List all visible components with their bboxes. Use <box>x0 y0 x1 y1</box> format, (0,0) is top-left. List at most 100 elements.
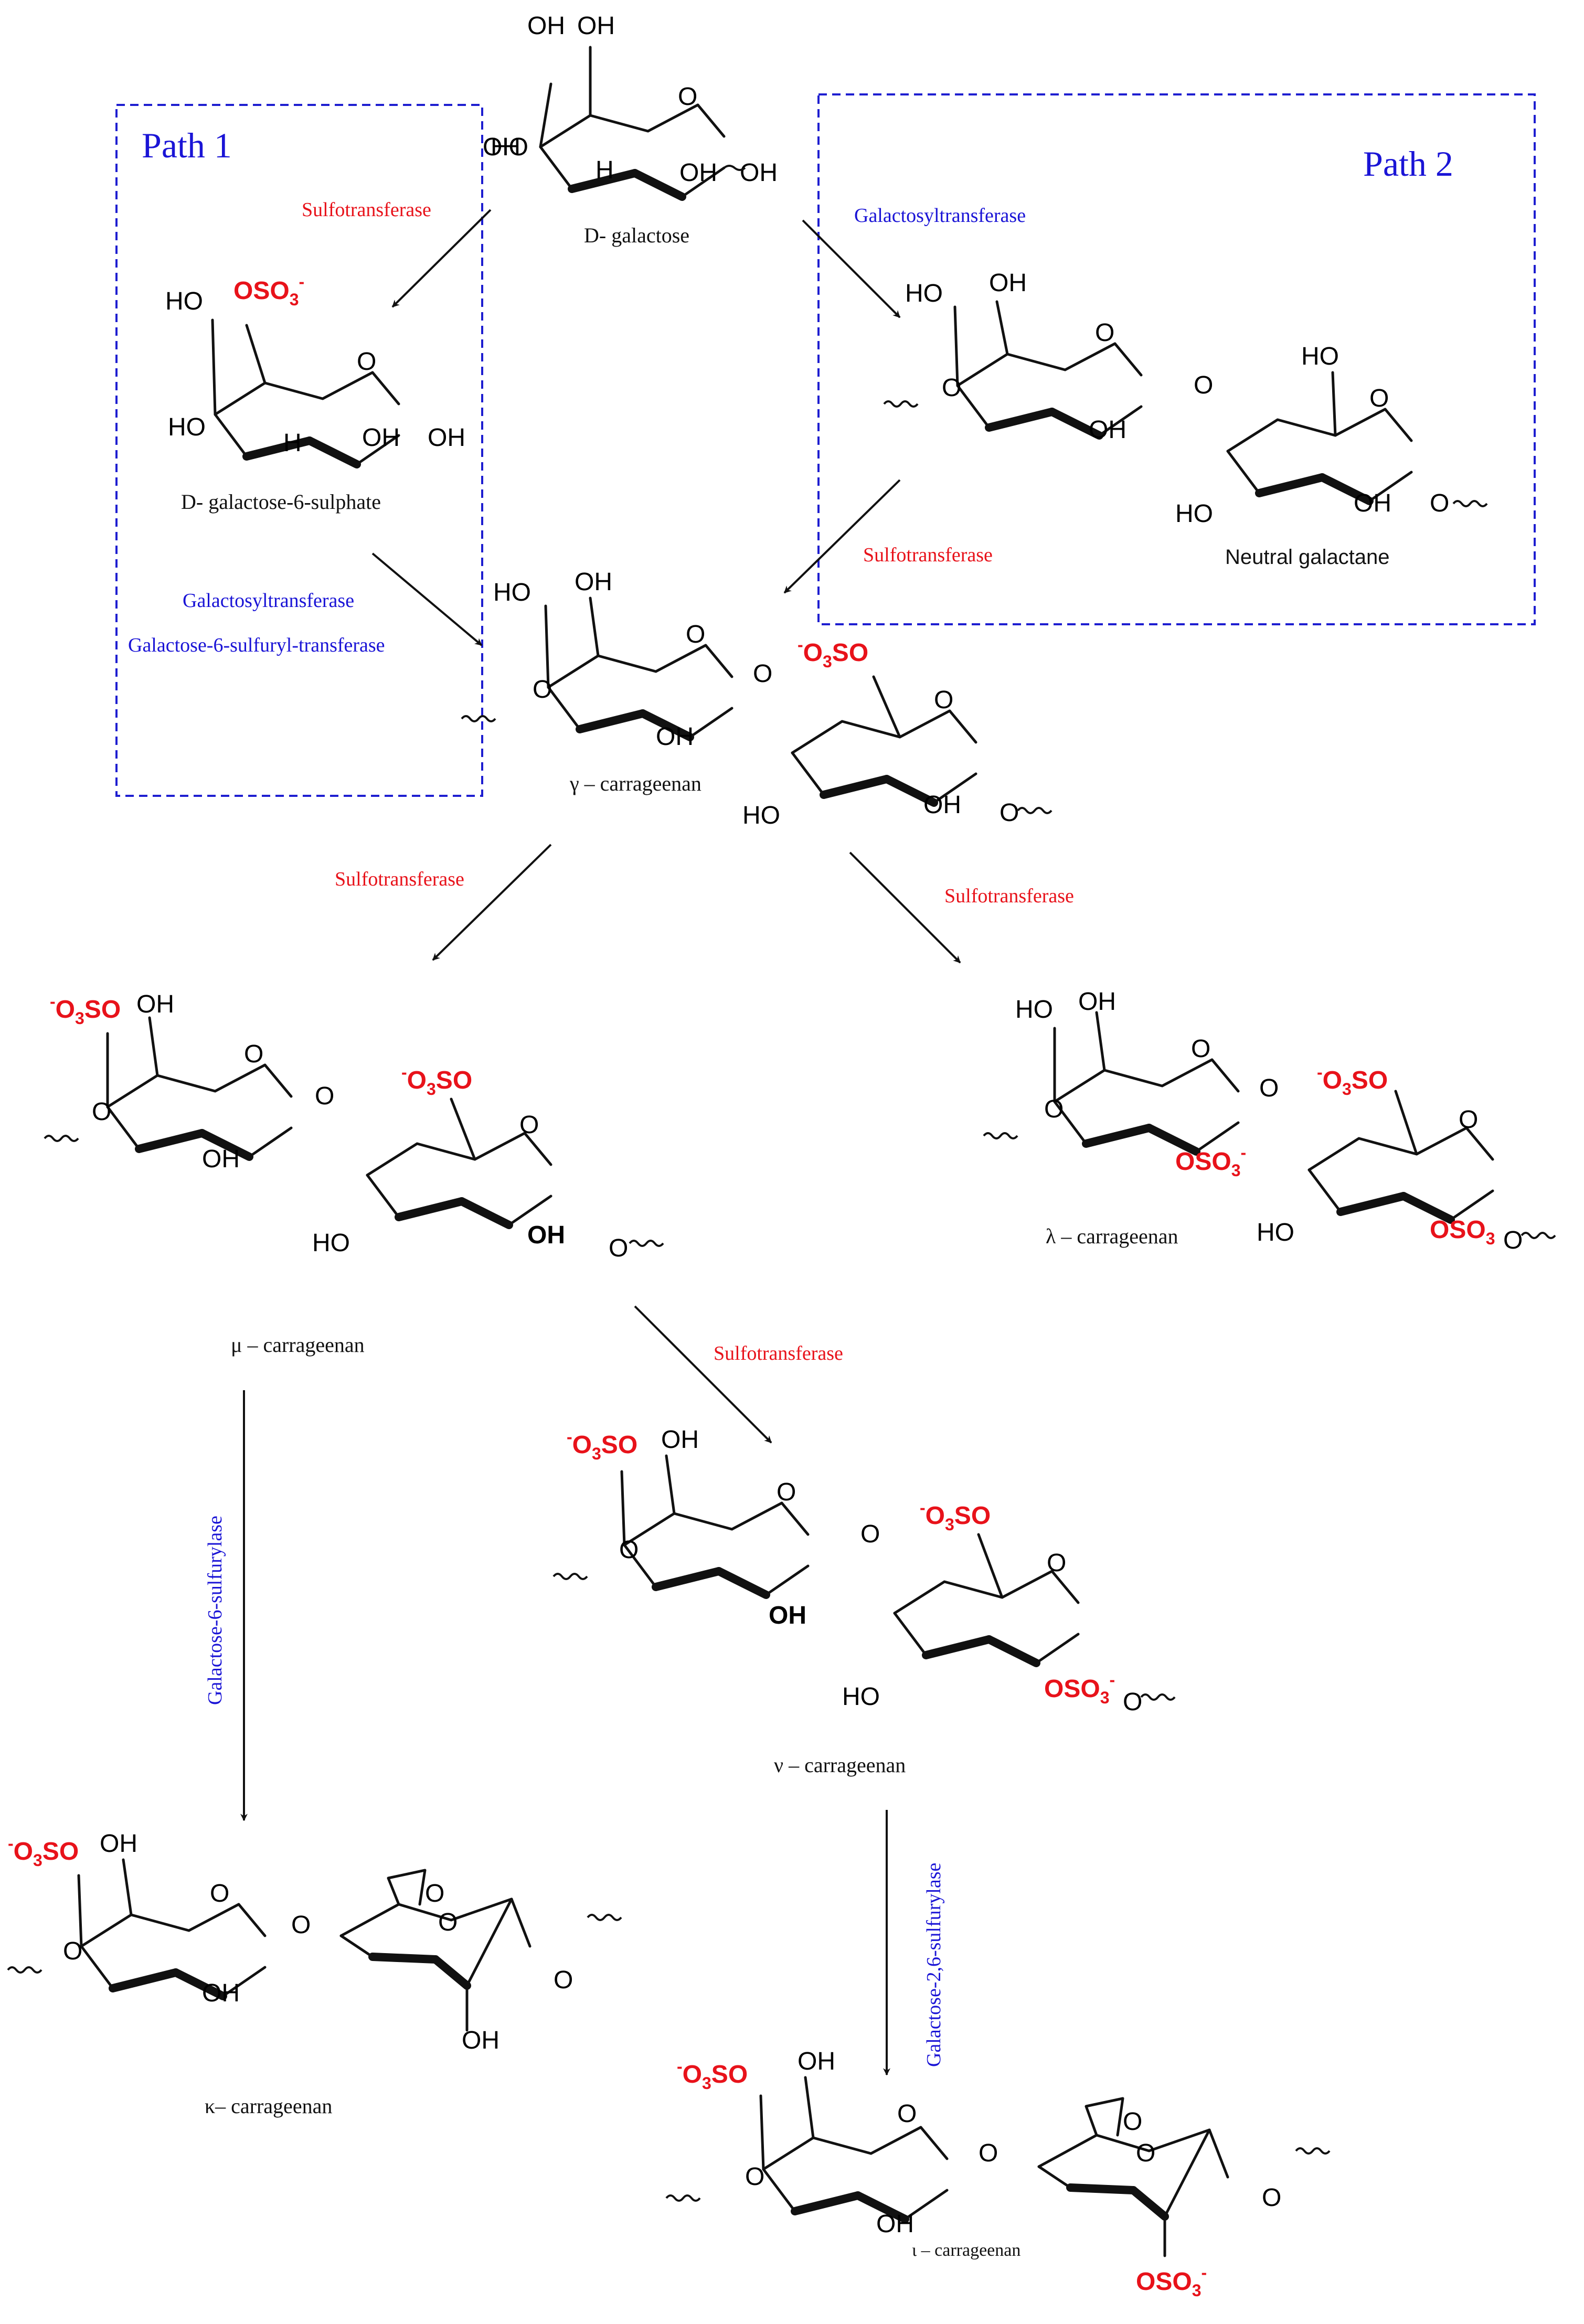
svg-text:-O3SO: -O3SO <box>567 1427 637 1463</box>
svg-text:O: O <box>92 1098 111 1126</box>
svg-text:OH: OH <box>661 1426 699 1454</box>
enzyme-sulfotransferase-mu-nu: Sulfotransferase <box>714 1342 843 1364</box>
svg-text:O: O <box>554 1966 573 1994</box>
svg-text:-O3SO: -O3SO <box>920 1498 991 1534</box>
svg-text:O: O <box>1047 1549 1066 1577</box>
enzyme-galactose-2-6-sulfurylase: Galactose-2,6-sulfurylase <box>923 1863 945 2067</box>
svg-text:O: O <box>1369 385 1389 412</box>
path2-box <box>817 93 1536 625</box>
svg-text:OH: OH <box>989 269 1027 297</box>
kappa-carrageenan-ring2: O O OH O <box>339 1869 622 2054</box>
svg-text:OH: OH <box>362 424 400 452</box>
svg-text:O: O <box>1191 1035 1210 1063</box>
svg-text:O: O <box>244 1040 263 1068</box>
svg-text:O: O <box>425 1880 444 1907</box>
svg-text:O: O <box>315 1082 334 1110</box>
kappa-carrageenan-label: κ– carrageenan <box>205 2094 332 2118</box>
neutral-galactane-label: Neutral galactane <box>1225 546 1390 569</box>
svg-text:O: O <box>860 1520 880 1548</box>
lambda-carrageenan-ring2: -O3SO O HO OSO3 O <box>1257 1063 1556 1254</box>
arrow-galactose-to-sulphate <box>391 209 492 308</box>
enzyme-galactosyltransferase-path2: Galactosyltransferase <box>854 205 1026 227</box>
svg-text:O: O <box>745 2163 764 2191</box>
enzyme-galactose-6-sulfurylase: Galactose-6-sulfurylase <box>204 1516 226 1705</box>
svg-text:H: H <box>596 156 614 184</box>
svg-text:OH: OH <box>1089 416 1126 444</box>
d-galactose-6-sulphate-label: D- galactose-6-sulphate <box>181 490 381 514</box>
svg-text:OH: OH <box>527 12 565 40</box>
lambda-carrageenan-ring1: HO OH O OSO3- O O <box>983 988 1279 1180</box>
svg-text:O: O <box>1259 1074 1279 1102</box>
svg-text:O: O <box>1095 319 1114 347</box>
svg-text:HO: HO <box>1015 996 1053 1024</box>
svg-text:O: O <box>678 83 697 111</box>
enzyme-galactosyltransferase-path1: Galactosyltransferase <box>183 590 354 612</box>
enzyme-sulfotransferase-gamma-mu: Sulfotransferase <box>335 868 464 890</box>
gamma-carrageenan-label: γ – carrageenan <box>569 772 701 795</box>
svg-text:O: O <box>609 1234 628 1262</box>
svg-text:O: O <box>291 1911 311 1939</box>
svg-text:-O3SO: -O3SO <box>50 992 121 1028</box>
svg-text:O: O <box>1044 1095 1064 1123</box>
svg-text:HO: HO <box>168 413 206 441</box>
mu-carrageenan-ring1: -O3SO OH O OH O O <box>44 990 334 1173</box>
svg-text:O: O <box>1503 1227 1523 1254</box>
enzyme-sulfotransferase-1: Sulfotransferase <box>302 199 431 221</box>
iota-carrageenan-label: ι – carrageenan <box>912 2241 1020 2260</box>
svg-text:OH: OH <box>428 424 465 452</box>
svg-text:O: O <box>942 374 961 402</box>
svg-text:OH: OH <box>769 1602 806 1629</box>
svg-text:-O3SO: -O3SO <box>798 635 868 671</box>
svg-text:HO: HO <box>742 802 780 829</box>
svg-text:O: O <box>897 2100 917 2128</box>
svg-text:OH: OH <box>798 2048 835 2075</box>
d-galactose-label: D- galactose <box>584 223 689 247</box>
arrow-galactane-to-gamma <box>783 479 901 594</box>
svg-text:-O3SO: -O3SO <box>677 2057 748 2093</box>
svg-text:O: O <box>1430 489 1449 517</box>
svg-text:HO: HO <box>165 287 203 315</box>
mu-carrageenan-label: μ – carrageenan <box>231 1333 365 1357</box>
svg-text:O: O <box>63 1937 82 1965</box>
d-galactose-6-sulphate-structure: HO HO H O OH OH OSO3- <box>165 272 465 464</box>
iota-carrageenan-ring2: O O OSO3- O <box>1037 2097 1331 2300</box>
lambda-carrageenan-label: λ – carrageenan <box>1046 1224 1178 1248</box>
svg-text:O: O <box>1262 2184 1281 2212</box>
svg-text:O: O <box>1123 1688 1142 1716</box>
svg-text:-O3SO: -O3SO <box>401 1063 472 1099</box>
svg-text:HO: HO <box>1257 1219 1294 1246</box>
iota-carrageenan-ring1: -O3SO OH O OH O O <box>665 2048 998 2238</box>
mu-carrageenan-ring2: -O3SO O HO OH O <box>312 1063 664 1262</box>
svg-text:OSO3-: OSO3- <box>233 272 304 309</box>
svg-text:HO: HO <box>312 1229 350 1257</box>
path1-box <box>115 104 483 797</box>
arrow-sulphate-to-gamma <box>371 552 483 646</box>
svg-text:O: O <box>777 1478 796 1506</box>
svg-text:O: O <box>533 676 552 703</box>
svg-text:OH: OH <box>740 159 778 187</box>
svg-text:O: O <box>210 1880 229 1907</box>
enzyme-galactose-6-sulfuryl-transferase: Galactose-6-sulfuryl-transferase <box>128 634 385 656</box>
svg-text:HO: HO <box>1301 343 1339 370</box>
svg-text:O: O <box>1136 2139 1155 2167</box>
svg-text:HO: HO <box>842 1683 880 1711</box>
svg-text:O: O <box>519 1111 539 1139</box>
svg-text:OH: OH <box>202 1145 240 1173</box>
svg-text:OH: OH <box>656 723 694 751</box>
nu-carrageenan-ring2: -O3SO O HO OSO3- O <box>842 1498 1176 1716</box>
svg-text:OH: OH <box>923 791 961 819</box>
svg-text:OH: OH <box>1354 489 1391 517</box>
svg-text:OH: OH <box>577 12 615 40</box>
svg-text:O: O <box>1123 2108 1142 2136</box>
arrow-gamma-to-lambda <box>849 851 961 964</box>
neutral-galactane-ring2: HO O HO OH O <box>1175 343 1488 528</box>
svg-text:OH: OH <box>679 159 717 187</box>
gamma-carrageenan-ring1: HO OH O OH O O <box>461 568 772 751</box>
svg-text:OH: OH <box>876 2210 914 2238</box>
gamma-carrageenan-ring2: -O3SO O HO OH O <box>742 635 1053 829</box>
svg-text:OH: OH <box>483 133 520 161</box>
arrow-mu-to-nu <box>634 1305 772 1444</box>
svg-text:OSO3-: OSO3- <box>1175 1143 1246 1180</box>
svg-text:OH: OH <box>575 568 612 596</box>
